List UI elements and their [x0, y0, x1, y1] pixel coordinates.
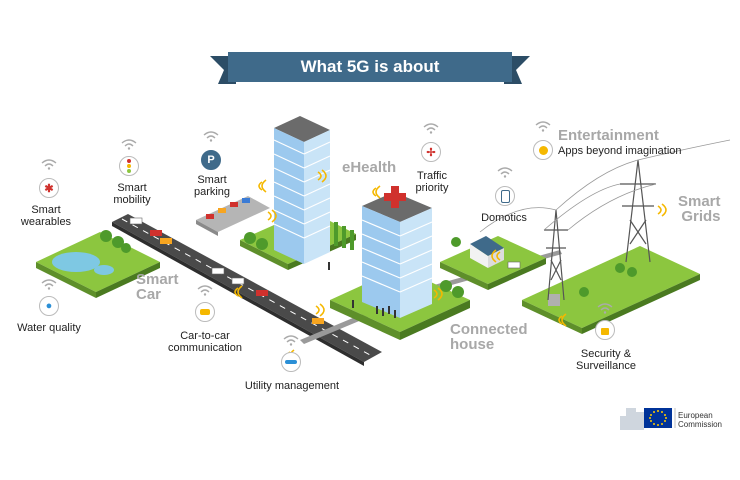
label-smart-grids: Smart Grids: [678, 193, 721, 225]
padlock-icon: [595, 320, 615, 340]
car-icon: [195, 302, 215, 322]
lightbulb-icon: [533, 140, 553, 160]
label-utility-management: Utility management: [244, 380, 340, 392]
wifi-icon: [41, 159, 57, 170]
park-tile: [36, 230, 160, 298]
label-car-to-car: Car-to-car communication: [168, 330, 242, 354]
logo-text: European Commission: [678, 411, 723, 429]
wifi-icon: [41, 279, 57, 290]
parking-icon: P: [201, 150, 221, 170]
page-title: What 5G is about: [300, 57, 440, 76]
wifi-icon: [121, 139, 137, 150]
label-smart-mobility: Smart mobility: [113, 182, 151, 206]
label-water-quality: Water quality: [17, 322, 81, 334]
label-entertainment: Entertainment: [558, 127, 659, 144]
office-tower: [244, 116, 354, 264]
title-banner: [210, 52, 530, 84]
wifi-icon: [497, 167, 513, 178]
wifi-icon: [597, 303, 613, 314]
power-pylons: [479, 139, 731, 301]
gears-icon: ✱: [39, 178, 59, 198]
water-drop-icon: ●: [39, 296, 59, 316]
label-smart-wearables: Smart wearables: [20, 204, 72, 228]
wifi-icon: [535, 121, 551, 132]
label-security: Security & Surveillance: [576, 348, 636, 372]
cars: [129, 217, 324, 324]
label-ehealth: eHealth: [342, 159, 397, 176]
european-commission-logo: [620, 408, 676, 430]
wifi-icon: [197, 285, 213, 296]
parking-tile: [196, 196, 270, 236]
label-smart-parking: Smart parking: [193, 174, 231, 198]
arrows-icon: ✢: [421, 142, 441, 162]
traffic-light-icon: [119, 156, 139, 176]
label-smart-car: Smart Car: [136, 271, 179, 303]
hospital: [361, 186, 464, 318]
smartphone-icon: [495, 186, 515, 206]
grid-tile: [522, 246, 700, 334]
pipe-icon: [281, 352, 301, 372]
label-domotics: Domotics: [481, 212, 527, 224]
label-traffic-priority: Traffic priority: [415, 170, 449, 194]
wifi-icon: [203, 131, 219, 142]
label-apps: Apps beyond imagination: [558, 145, 682, 157]
wifi-icon: [423, 123, 439, 134]
people: [328, 262, 396, 318]
parking-glyph: P: [207, 154, 215, 166]
wifi-icon: [283, 335, 299, 346]
label-connected-house: Connected house: [450, 321, 528, 353]
